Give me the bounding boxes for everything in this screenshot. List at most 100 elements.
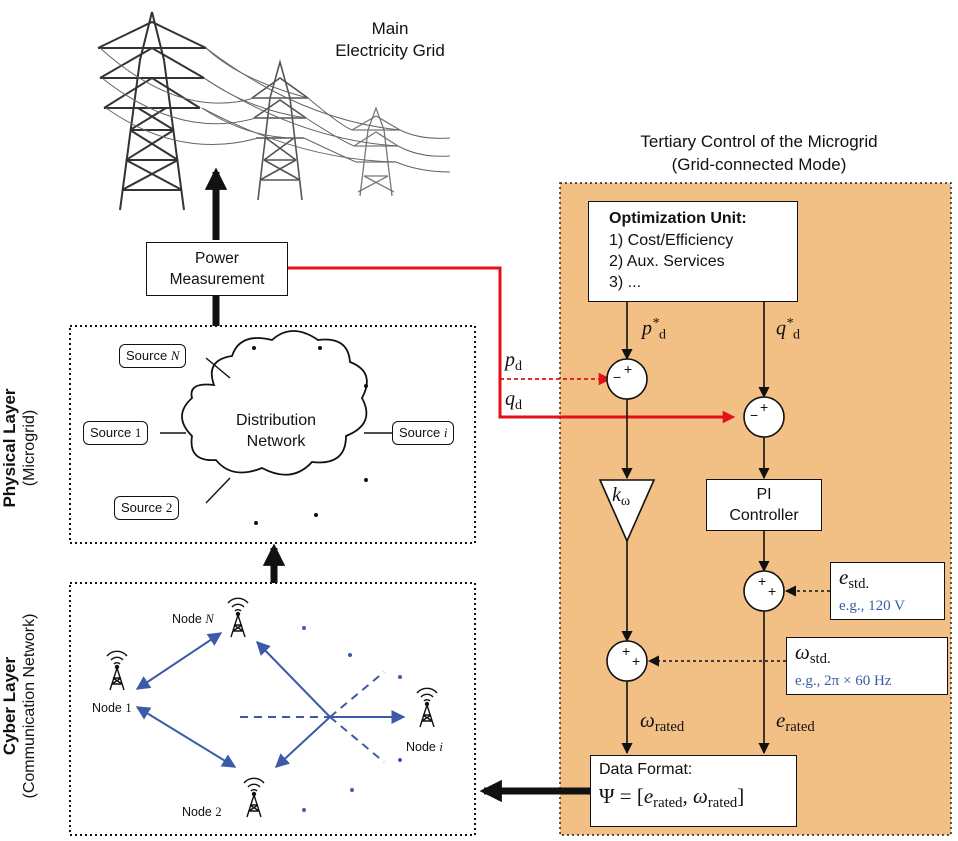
source-1-index: 1 xyxy=(134,425,142,440)
formula-omega-sub: rated xyxy=(707,795,738,811)
antenna-icons xyxy=(106,597,438,818)
source-2-index: 2 xyxy=(165,500,173,515)
sum-q xyxy=(743,396,785,438)
source-1-prefix: Source xyxy=(90,425,135,440)
cyber-layer-box xyxy=(69,582,476,836)
source-i-prefix: Source xyxy=(399,425,444,440)
data-format-box: Data Format: Ψ = [erated, ωrated] xyxy=(590,755,797,827)
cyber-layer-title: Cyber Layer xyxy=(0,656,19,756)
gain-sub: ω xyxy=(620,494,631,509)
reference-lines xyxy=(647,585,830,667)
formula-e-sub: rated xyxy=(653,795,683,811)
node-2-label: Node 2 xyxy=(182,805,222,820)
optimization-item-3: 3) ... xyxy=(609,274,642,291)
node-1-label: Node 1 xyxy=(92,701,132,716)
e-std-example: e.g., 120 V xyxy=(839,598,905,614)
node-1-index: 1 xyxy=(125,701,132,715)
q-star-label: q*d xyxy=(776,316,800,344)
omega-std-example: e.g., 2π × 60 Hz xyxy=(795,673,892,689)
control-flow-lines xyxy=(621,302,770,755)
grid-title-line2: Electricity Grid xyxy=(335,41,445,60)
tertiary-title-line2: (Grid-connected Mode) xyxy=(671,155,847,174)
pi-line2: Controller xyxy=(729,507,799,524)
node-1-prefix: Node xyxy=(92,701,126,715)
q-star-sup: * xyxy=(786,316,793,331)
grid-title: Main Electricity Grid xyxy=(300,18,480,62)
tertiary-title-line1: Tertiary Control of the Microgrid xyxy=(640,132,878,151)
psi-prefix: Ψ = [ xyxy=(599,784,644,808)
sum-e-plus-top: + xyxy=(758,573,767,589)
p-star-sup: * xyxy=(652,316,659,331)
sum-q-minus: − xyxy=(750,407,759,423)
power-measurement-line2: Measurement xyxy=(169,271,265,288)
distribution-cloud xyxy=(181,330,368,476)
tertiary-title: Tertiary Control of the Microgrid (Grid-… xyxy=(584,130,934,176)
cyber-links xyxy=(135,632,406,768)
source-n-index: N xyxy=(170,348,180,363)
sum-e-plus-right: + xyxy=(768,583,777,599)
optimization-item-1: 1) Cost/Efficiency xyxy=(609,232,734,249)
node-i-label: Node i xyxy=(406,740,443,755)
p-star-sub: d xyxy=(659,327,666,343)
sum-p-plus: + xyxy=(624,361,633,377)
e-rated-label: erated xyxy=(776,708,815,736)
formula-comma: , xyxy=(682,784,694,808)
q-d-sub: d xyxy=(515,398,522,413)
power-measurement-box: Power Measurement xyxy=(146,242,288,296)
physical-dots xyxy=(252,346,368,525)
cyber-dots xyxy=(302,626,402,812)
optimization-item-2: 2) Aux. Services xyxy=(609,253,725,270)
node-2-index: 2 xyxy=(215,805,222,819)
source-2-prefix: Source xyxy=(121,500,166,515)
physical-layer-subtitle: (Microgrid) xyxy=(21,409,38,487)
p-star-label: p*d xyxy=(642,316,666,344)
omega-std-sub: std. xyxy=(809,651,831,667)
formula-omega: ω xyxy=(693,784,708,808)
cyber-layer-subtitle: (Communication Network) xyxy=(21,613,38,799)
e-std-base: e xyxy=(839,565,849,589)
source-2-box: Source 2 xyxy=(114,496,180,520)
distribution-network-label: Distribution Network xyxy=(206,410,346,452)
node-n-label: Node N xyxy=(172,612,214,627)
source-n-prefix: Source xyxy=(126,348,171,363)
e-std-box: estd. e.g., 120 V xyxy=(830,562,945,620)
gain-label: kω xyxy=(612,484,630,510)
optimization-unit-title: Optimization Unit: xyxy=(609,210,747,227)
q-star-sub: d xyxy=(793,327,800,343)
pi-line1: PI xyxy=(756,486,772,503)
q-d-base: q xyxy=(505,388,515,410)
network-line1: Distribution xyxy=(235,412,317,429)
p-d-base: p xyxy=(505,349,515,371)
q-star-base: q xyxy=(776,317,786,340)
e-rated-base: e xyxy=(776,708,786,732)
pi-controller-box: PI Controller xyxy=(706,479,822,531)
physical-layer-box xyxy=(69,325,476,544)
source-i-index: i xyxy=(443,425,448,440)
network-line2: Network xyxy=(246,433,306,450)
power-measurement-line1: Power xyxy=(195,250,239,267)
node-i-prefix: Node xyxy=(406,740,440,754)
node-i-index: i xyxy=(439,740,443,754)
formula-close: ] xyxy=(737,784,745,808)
source-i-box: Source i xyxy=(392,421,455,445)
sum-e xyxy=(743,570,785,612)
omega-std-box: ωstd. e.g., 2π × 60 Hz xyxy=(786,637,948,695)
cyber-layer-label: Cyber Layer (Communication Network) xyxy=(0,573,44,839)
p-star-base: p xyxy=(642,317,652,340)
transmission-towers xyxy=(97,11,451,211)
omega-rated-sub: rated xyxy=(654,719,685,735)
data-format-formula: Ψ = [erated, ωrated] xyxy=(599,780,796,819)
node-n-index: N xyxy=(205,612,214,626)
p-d-label: pd xyxy=(505,349,522,375)
omega-rated-base: ω xyxy=(640,708,655,732)
physical-layer-title: Physical Layer xyxy=(0,388,19,508)
summing-junctions xyxy=(606,358,785,682)
grid-title-line1: Main xyxy=(371,19,409,38)
omega-rated-label: ωrated xyxy=(640,708,684,736)
omega-std-base: ω xyxy=(795,640,810,664)
e-std-sub: std. xyxy=(848,576,870,592)
sum-omega-plus-right: + xyxy=(632,653,641,669)
sum-omega-plus-top: + xyxy=(622,643,631,659)
p-d-sub: d xyxy=(515,359,522,374)
physical-layer-label: Physical Layer (Microgrid) xyxy=(0,348,44,548)
